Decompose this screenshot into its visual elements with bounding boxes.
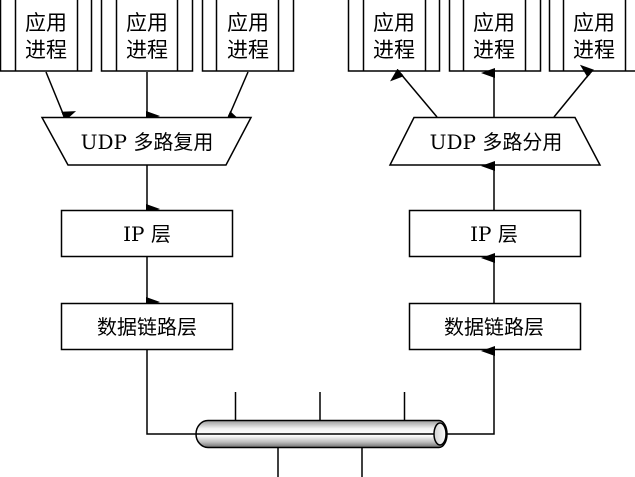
cable-to-receiver-line — [446, 346, 495, 435]
process-label-line2: 进程 — [227, 38, 269, 62]
process-label-line2: 进程 — [126, 38, 168, 62]
arrow-demux-to-process1 — [390, 68, 438, 118]
process-label-line2: 进程 — [25, 38, 67, 62]
cable-end-opening — [433, 422, 447, 446]
receiver-process-box-3: 应用 进程 — [548, 0, 635, 72]
arrow-process3-to-mux — [226, 71, 249, 122]
sender-process-box-1: 应用 进程 — [0, 0, 93, 72]
arrow-process1-to-mux — [45, 71, 77, 122]
arrow-demux-to-process3 — [553, 64, 594, 118]
sender-process-box-3: 应用 进程 — [201, 0, 295, 72]
receiver-stack: 应用 进程 应用 进程 应用 进程 UDP 多路分用 I — [347, 0, 635, 435]
process-label-line1: 应用 — [25, 11, 67, 35]
sender-process-box-2: 应用 进程 — [100, 0, 194, 72]
process-label-line2: 进程 — [373, 38, 415, 62]
data-link-layer-label: 数据链路层 — [97, 315, 197, 339]
receiver-data-link-layer: 数据链路层 — [408, 302, 582, 351]
sender-stack: 应用 进程 应用 进程 应用 进程 UDP 多路复用 I — [0, 0, 295, 435]
process-label-line2: 进程 — [473, 38, 515, 62]
receiver-process-box-2: 应用 进程 — [448, 0, 542, 72]
udp-mux-label: UDP 多路复用 — [81, 130, 214, 154]
ip-layer-label: IP 层 — [123, 222, 171, 246]
receiver-process-box-1: 应用 进程 — [347, 0, 441, 72]
udp-demux-label: UDP 多路分用 — [430, 130, 563, 154]
process-label-line1: 应用 — [473, 11, 515, 35]
sender-to-cable-line — [146, 350, 200, 435]
receiver-ip-layer: IP 层 — [408, 209, 582, 258]
process-label-line1: 应用 — [227, 11, 269, 35]
udp-multiplexer: UDP 多路复用 — [40, 116, 253, 166]
process-label-line2: 进程 — [573, 38, 615, 62]
process-label-line1: 应用 — [126, 11, 168, 35]
ip-layer-label: IP 层 — [470, 222, 518, 246]
sender-data-link-layer: 数据链路层 — [60, 302, 234, 351]
network-cable — [195, 392, 448, 477]
udp-demultiplexer: UDP 多路分用 — [388, 116, 602, 166]
process-label-line1: 应用 — [573, 11, 615, 35]
sender-ip-layer: IP 层 — [60, 209, 234, 258]
process-label-line1: 应用 — [373, 11, 415, 35]
data-link-layer-label: 数据链路层 — [444, 315, 544, 339]
